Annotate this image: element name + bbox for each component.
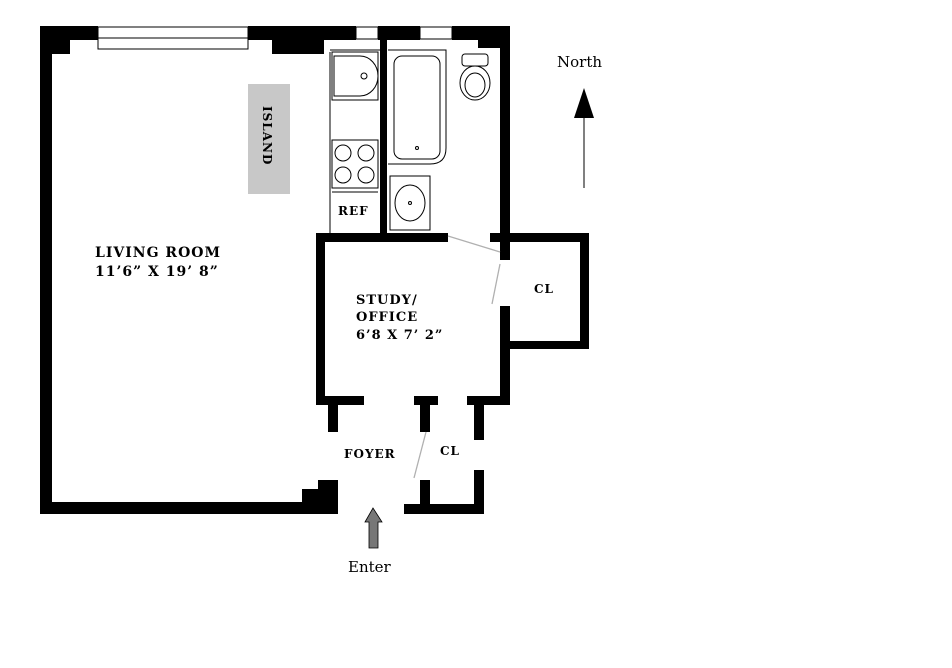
label-living-dims: 11’6” X 19’ 8” (95, 264, 219, 280)
toilet-icon (459, 53, 491, 101)
wall-study-south-1 (316, 396, 364, 405)
label-office: OFFICE (356, 310, 418, 325)
label-study-dims: 6’8 X 7’ 2” (356, 328, 443, 343)
label-closet-east: CL (534, 282, 554, 296)
wall-study-north (316, 233, 448, 242)
bathtub-icon (388, 49, 447, 165)
label-living-room: LIVING ROOM (95, 245, 221, 261)
bathroom (388, 49, 491, 231)
wall-south-1 (40, 502, 338, 514)
door-closet-east (491, 263, 501, 305)
label-island: ISLAND (260, 106, 274, 165)
entry-arrow-icon (364, 507, 383, 549)
stove-icon (331, 139, 379, 189)
kitchen (329, 49, 380, 235)
kitchen-sink-icon (331, 51, 379, 101)
window-kitchen (355, 26, 379, 40)
label-foyer: FOYER (344, 447, 396, 461)
wall-north-3 (378, 26, 420, 40)
walls (40, 26, 589, 514)
label-north: North (557, 53, 602, 71)
wall-foyer-closet-east (474, 470, 484, 514)
windows (97, 26, 453, 50)
door-swings (413, 235, 501, 479)
label-study: STUDY/ (356, 293, 418, 308)
north-arrow-icon (574, 88, 594, 118)
door-closet-foyer (413, 431, 427, 479)
wall-study-south-3 (467, 396, 510, 405)
wall-bath-kitchen (380, 26, 387, 240)
wall-west (40, 26, 52, 514)
door-bath (447, 235, 501, 253)
label-refrigerator: REF (338, 204, 369, 218)
bath-sink-icon (389, 175, 431, 231)
entry: Enter (348, 507, 392, 576)
wall-bath-east (500, 26, 510, 260)
island: ISLAND (248, 84, 290, 194)
wall-closet-east (580, 233, 589, 349)
wall-south-2 (404, 504, 484, 514)
window-bath (419, 26, 453, 40)
wall-closet-north (500, 233, 589, 242)
wall-closet-south (508, 341, 589, 349)
wall-study-west (316, 233, 325, 403)
compass: North (557, 53, 602, 188)
wall-study-east (500, 306, 510, 403)
label-closet-foyer: CL (440, 444, 460, 458)
label-enter: Enter (348, 558, 392, 576)
